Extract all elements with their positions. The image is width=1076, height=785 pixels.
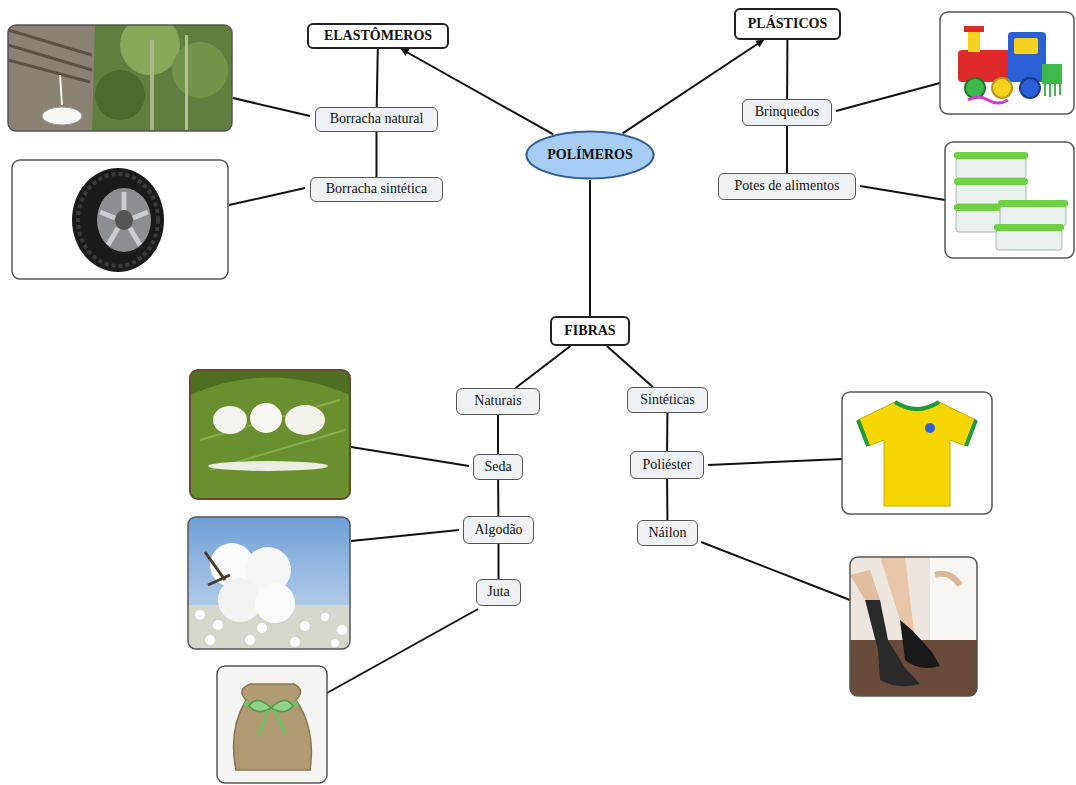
food-containers-picture (945, 142, 1074, 258)
category-box: ELASTÔMEROS (307, 23, 449, 49)
nylon-socks-photo (850, 557, 977, 696)
connector (666, 479, 668, 520)
rubber-tree-photo (8, 15, 232, 131)
item-box: Naturais (456, 388, 540, 415)
central-ellipse: POLÍMEROS (525, 130, 655, 180)
item-box: Seda (473, 454, 523, 480)
item-box: Brinquedos (742, 99, 832, 126)
category-box: FIBRAS (550, 316, 630, 346)
node-label: Borracha sintética (326, 181, 427, 197)
item-box: Borracha sintética (310, 177, 443, 202)
node-label: Náilon (648, 525, 686, 541)
node-label: PLÁSTICOS (748, 16, 827, 32)
item-box: Potes de alimentos (718, 173, 856, 200)
connector (497, 415, 499, 454)
connector (589, 180, 591, 316)
connector (607, 346, 653, 387)
item-box: Borracha natural (315, 107, 438, 132)
toy-train-picture (940, 12, 1074, 114)
node-label: Borracha natural (330, 111, 424, 127)
tire-picture (12, 160, 228, 279)
node-label: FIBRAS (564, 323, 615, 339)
node-label: POLÍMEROS (547, 147, 633, 163)
item-box: Algodão (463, 516, 534, 544)
node-label: Juta (487, 584, 510, 600)
connector (516, 346, 571, 388)
jute-bag-picture (217, 666, 327, 783)
connector (786, 40, 788, 99)
cotton-photo (188, 517, 350, 649)
item-box: Sintéticas (627, 387, 708, 413)
item-box: Poliéster (630, 451, 704, 479)
silk-cocoon-photo (190, 370, 350, 499)
node-label: Naturais (474, 393, 521, 409)
connector (497, 480, 499, 516)
connector (786, 126, 788, 173)
connector (498, 544, 500, 579)
connector (377, 49, 378, 107)
item-box: Juta (476, 579, 521, 606)
node-label: ELASTÔMEROS (324, 28, 432, 44)
item-box: Náilon (637, 520, 698, 546)
football-shirt-picture (842, 392, 992, 514)
node-label: Brinquedos (755, 104, 820, 120)
connector (376, 132, 378, 177)
node-label: Seda (484, 459, 511, 475)
category-box: PLÁSTICOS (734, 8, 841, 40)
node-label: Potes de alimentos (735, 178, 840, 194)
node-label: Sintéticas (640, 392, 694, 408)
node-label: Poliéster (643, 457, 692, 473)
node-label: Algodão (474, 522, 522, 538)
connector (666, 413, 668, 451)
